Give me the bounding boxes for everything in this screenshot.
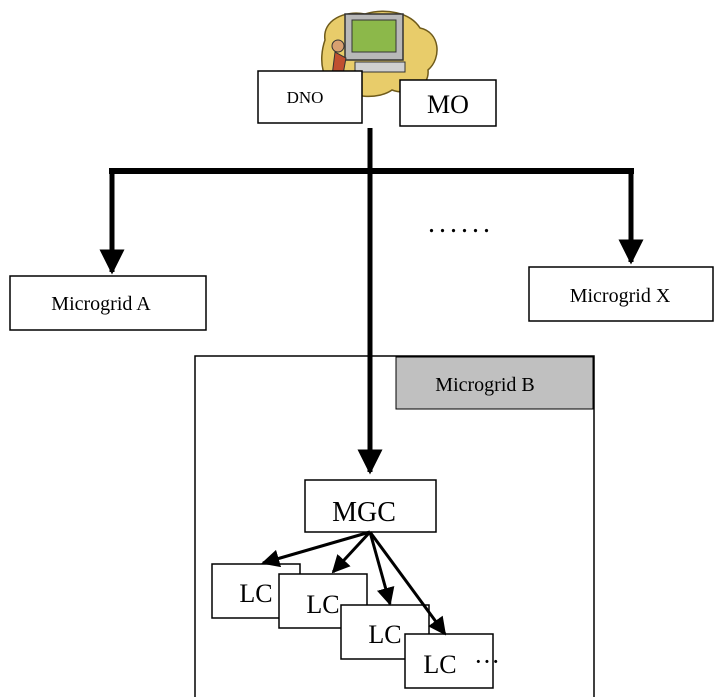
lc-ellipsis: ··· [474,647,500,676]
dno-label: DNO [287,88,324,107]
arrow-mgc-lc-4 [368,531,447,636]
mgc-box: MGC [304,479,437,533]
microgrid-b-label: Microgrid B [435,374,534,396]
lc-box-2: LC [278,573,368,629]
arrow-mgc-lc-1 [261,530,371,568]
microgrid-b-container: Microgrid B [194,355,595,697]
lc-box-4: LC ··· [404,633,500,689]
dno-box: DNO [257,70,363,124]
microgrid-a-box: Microgrid A [9,275,207,331]
microgrid-x-label: Microgrid X [570,285,671,307]
arrow-mgc-lc-2 [331,530,372,574]
microgrid-b-header [395,356,594,410]
microgrid-x-box: Microgrid X [528,266,714,322]
lc-label-1: LC [239,579,272,608]
lc-label-4: LC [423,650,456,679]
lc-label-3: LC [368,620,401,649]
lc-label-2: LC [306,590,339,619]
ellipsis-top: ...... [428,208,494,239]
mo-label: MO [427,90,469,119]
mgc-to-lc-arrows [261,530,447,636]
microgrid-a-label: Microgrid A [51,293,151,315]
mgc-label: MGC [332,497,396,528]
arrow-mgc-lc-3 [368,531,395,606]
mo-box: MO [399,79,497,127]
